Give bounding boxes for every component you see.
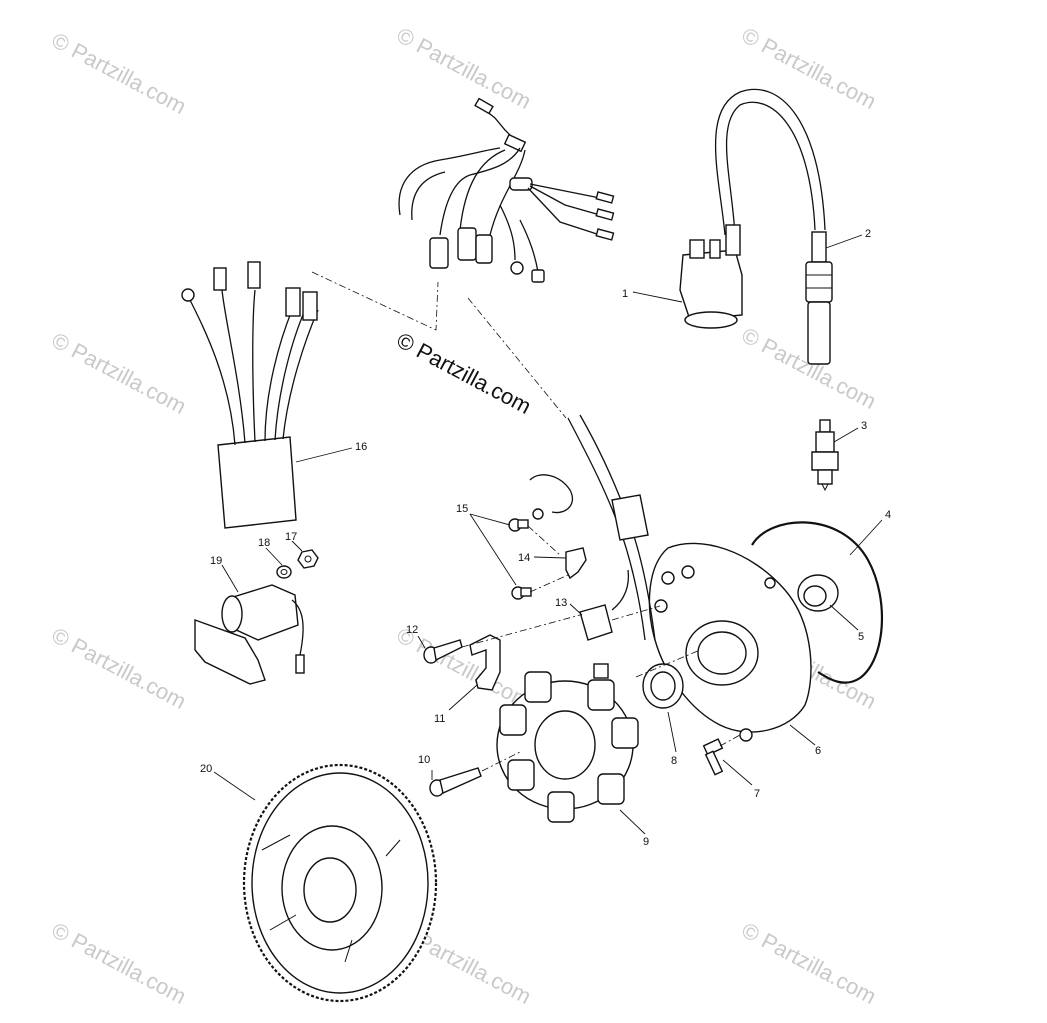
watermark-text: © Partzilla.com [48, 622, 191, 714]
wiring-harness [398, 97, 615, 283]
stator-lead [529, 414, 656, 641]
watermark-text: © Partzilla.com [48, 327, 191, 419]
callout-6: 6 [815, 745, 821, 757]
watermarks: © Partzilla.com © Partzilla.com © Partzi… [48, 22, 881, 1009]
screw-10 [429, 767, 482, 797]
callout-2: 2 [865, 228, 871, 240]
ignition-coil [679, 88, 826, 329]
spark-plug-cap [805, 231, 833, 365]
watermark-text: © Partzilla.com [48, 27, 191, 119]
spark-plug [811, 419, 839, 492]
stator [496, 663, 639, 823]
callout-13: 13 [555, 597, 567, 609]
callout-15: 15 [456, 503, 468, 515]
o-ring [751, 521, 884, 684]
callout-18: 18 [258, 537, 270, 549]
center-watermark-text: © Partzilla.com [393, 327, 536, 419]
callout-17: 17 [285, 531, 297, 543]
callouts: 1 2 3 4 5 6 7 8 9 10 11 12 13 14 15 16 1… [200, 228, 891, 848]
bolt-7 [702, 738, 724, 776]
callout-4: 4 [885, 509, 891, 521]
watermark-text: © Partzilla.com [393, 622, 536, 714]
callout-10: 10 [418, 754, 430, 766]
leader-lines [213, 234, 883, 835]
flywheel [242, 763, 438, 1003]
assembly-lines [311, 271, 741, 772]
watermark-text: © Partzilla.com [738, 917, 881, 1009]
seal-8 [642, 663, 684, 709]
callout-11: 11 [434, 713, 445, 725]
callout-19: 19 [210, 555, 222, 567]
callout-7: 7 [754, 788, 760, 800]
clamp-11 [469, 634, 501, 691]
callout-14: 14 [518, 552, 530, 564]
callout-8: 8 [671, 755, 677, 767]
callout-5: 5 [858, 631, 864, 643]
oil-seal [797, 574, 839, 612]
watermark-text: © Partzilla.com [393, 22, 536, 114]
callout-3: 3 [861, 420, 867, 432]
cdi-unit [181, 261, 319, 529]
callout-16: 16 [355, 441, 367, 453]
starter-solenoid [194, 584, 305, 685]
callout-20: 20 [200, 763, 212, 775]
watermark-text: © Partzilla.com [738, 22, 881, 114]
callout-12: 12 [406, 624, 418, 636]
washer-18 [276, 565, 292, 579]
pulser-coil [579, 569, 630, 641]
callout-9: 9 [643, 836, 649, 848]
callout-1: 1 [622, 288, 628, 300]
bracket-14 [565, 547, 587, 580]
nut-17 [297, 549, 319, 569]
watermark-text: © Partzilla.com [48, 917, 191, 1009]
screw-12 [423, 639, 463, 664]
stator-plate [648, 542, 812, 742]
